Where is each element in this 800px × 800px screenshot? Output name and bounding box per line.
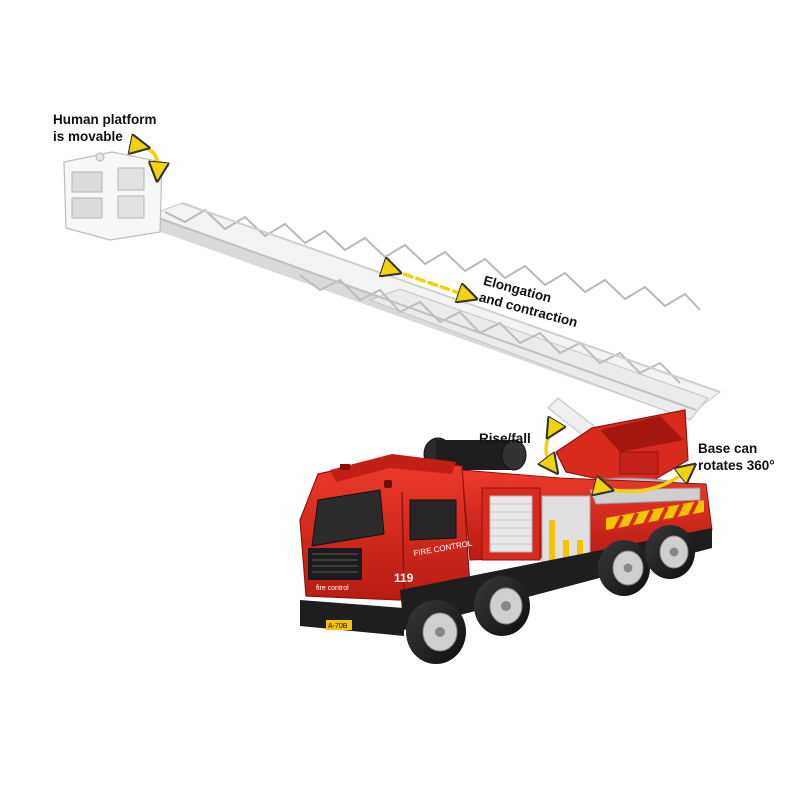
plate-number: A-70B bbox=[328, 623, 348, 630]
arm-annotation: Rise/fall bbox=[479, 430, 531, 447]
unit-number: 119 bbox=[394, 571, 414, 585]
platform-annotation: Human platform is movable bbox=[53, 111, 157, 145]
human-platform bbox=[63, 151, 163, 241]
front-wheel bbox=[406, 600, 466, 664]
wheels bbox=[406, 525, 695, 664]
annotation-arrows bbox=[140, 146, 688, 491]
base-annotation: Base can rotates 360° bbox=[698, 440, 775, 474]
platform-annotation-line2: is movable bbox=[53, 129, 123, 144]
rear-wheel-1 bbox=[598, 540, 650, 596]
base-annotation-line2: rotates 360° bbox=[698, 458, 775, 473]
middle-wheel bbox=[474, 576, 530, 636]
side-lettering: fire control bbox=[316, 585, 349, 592]
base-rotate-arrow bbox=[604, 470, 688, 491]
arm-raise-arrow bbox=[546, 430, 552, 466]
platform-annotation-line1: Human platform bbox=[53, 112, 157, 127]
base-annotation-line1: Base can bbox=[698, 441, 758, 456]
arm-annotation-line1: Rise/fall bbox=[479, 431, 531, 446]
ladder-extend-arrow bbox=[392, 270, 468, 296]
extension-ladder bbox=[148, 202, 722, 451]
rear-wheel-2 bbox=[645, 525, 695, 579]
platform-rotate-arrow bbox=[140, 146, 158, 172]
